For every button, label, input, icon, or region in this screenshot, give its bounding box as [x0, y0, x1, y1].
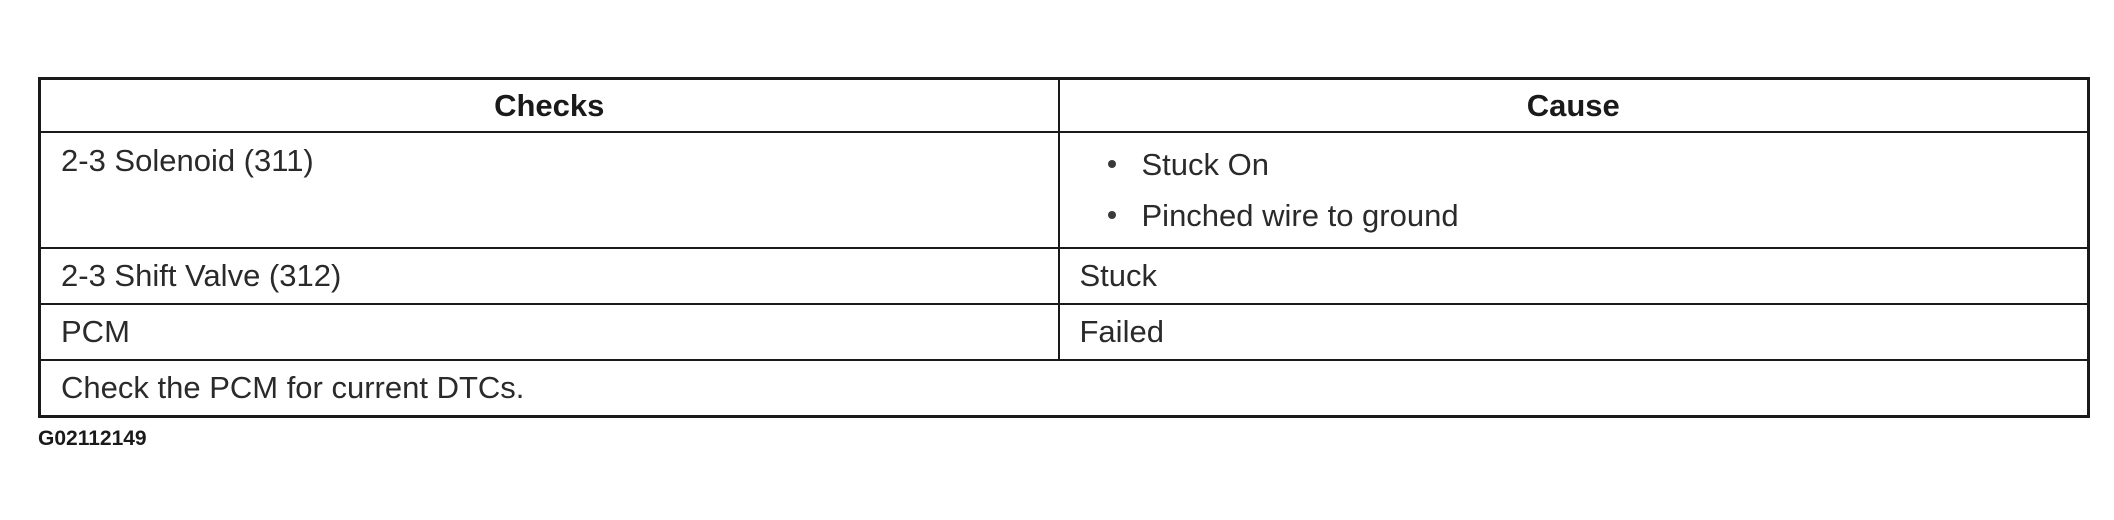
cause-cell: Failed — [1057, 303, 2090, 361]
check-cell: PCM — [38, 303, 1060, 361]
header-checks: Checks — [38, 77, 1060, 133]
cause-cell: Stuck On Pinched wire to ground — [1057, 131, 2090, 249]
table-row: 2-3 Shift Valve (312) Stuck — [38, 247, 2090, 305]
header-cause: Cause — [1057, 77, 2090, 133]
footer-note: Check the PCM for current DTCs. — [38, 359, 2090, 418]
cause-bullet-list: Stuck On Pinched wire to ground — [1080, 133, 2068, 245]
table-row: PCM Failed — [38, 303, 2090, 361]
diagnostic-table: Checks Cause 2-3 Solenoid (311) Stuck On… — [38, 77, 2090, 418]
figure-id: G02112149 — [38, 427, 147, 450]
footer-row: Check the PCM for current DTCs. — [38, 359, 2090, 418]
cause-bullet-item: Stuck On — [1107, 139, 2068, 190]
header-row: Checks Cause — [38, 77, 2090, 133]
check-cell: 2-3 Shift Valve (312) — [38, 247, 1060, 305]
cause-bullet-item: Pinched wire to ground — [1107, 190, 2068, 241]
check-cell: 2-3 Solenoid (311) — [38, 131, 1060, 249]
cause-cell: Stuck — [1057, 247, 2090, 305]
table-row: 2-3 Solenoid (311) Stuck On Pinched wire… — [38, 131, 2090, 249]
